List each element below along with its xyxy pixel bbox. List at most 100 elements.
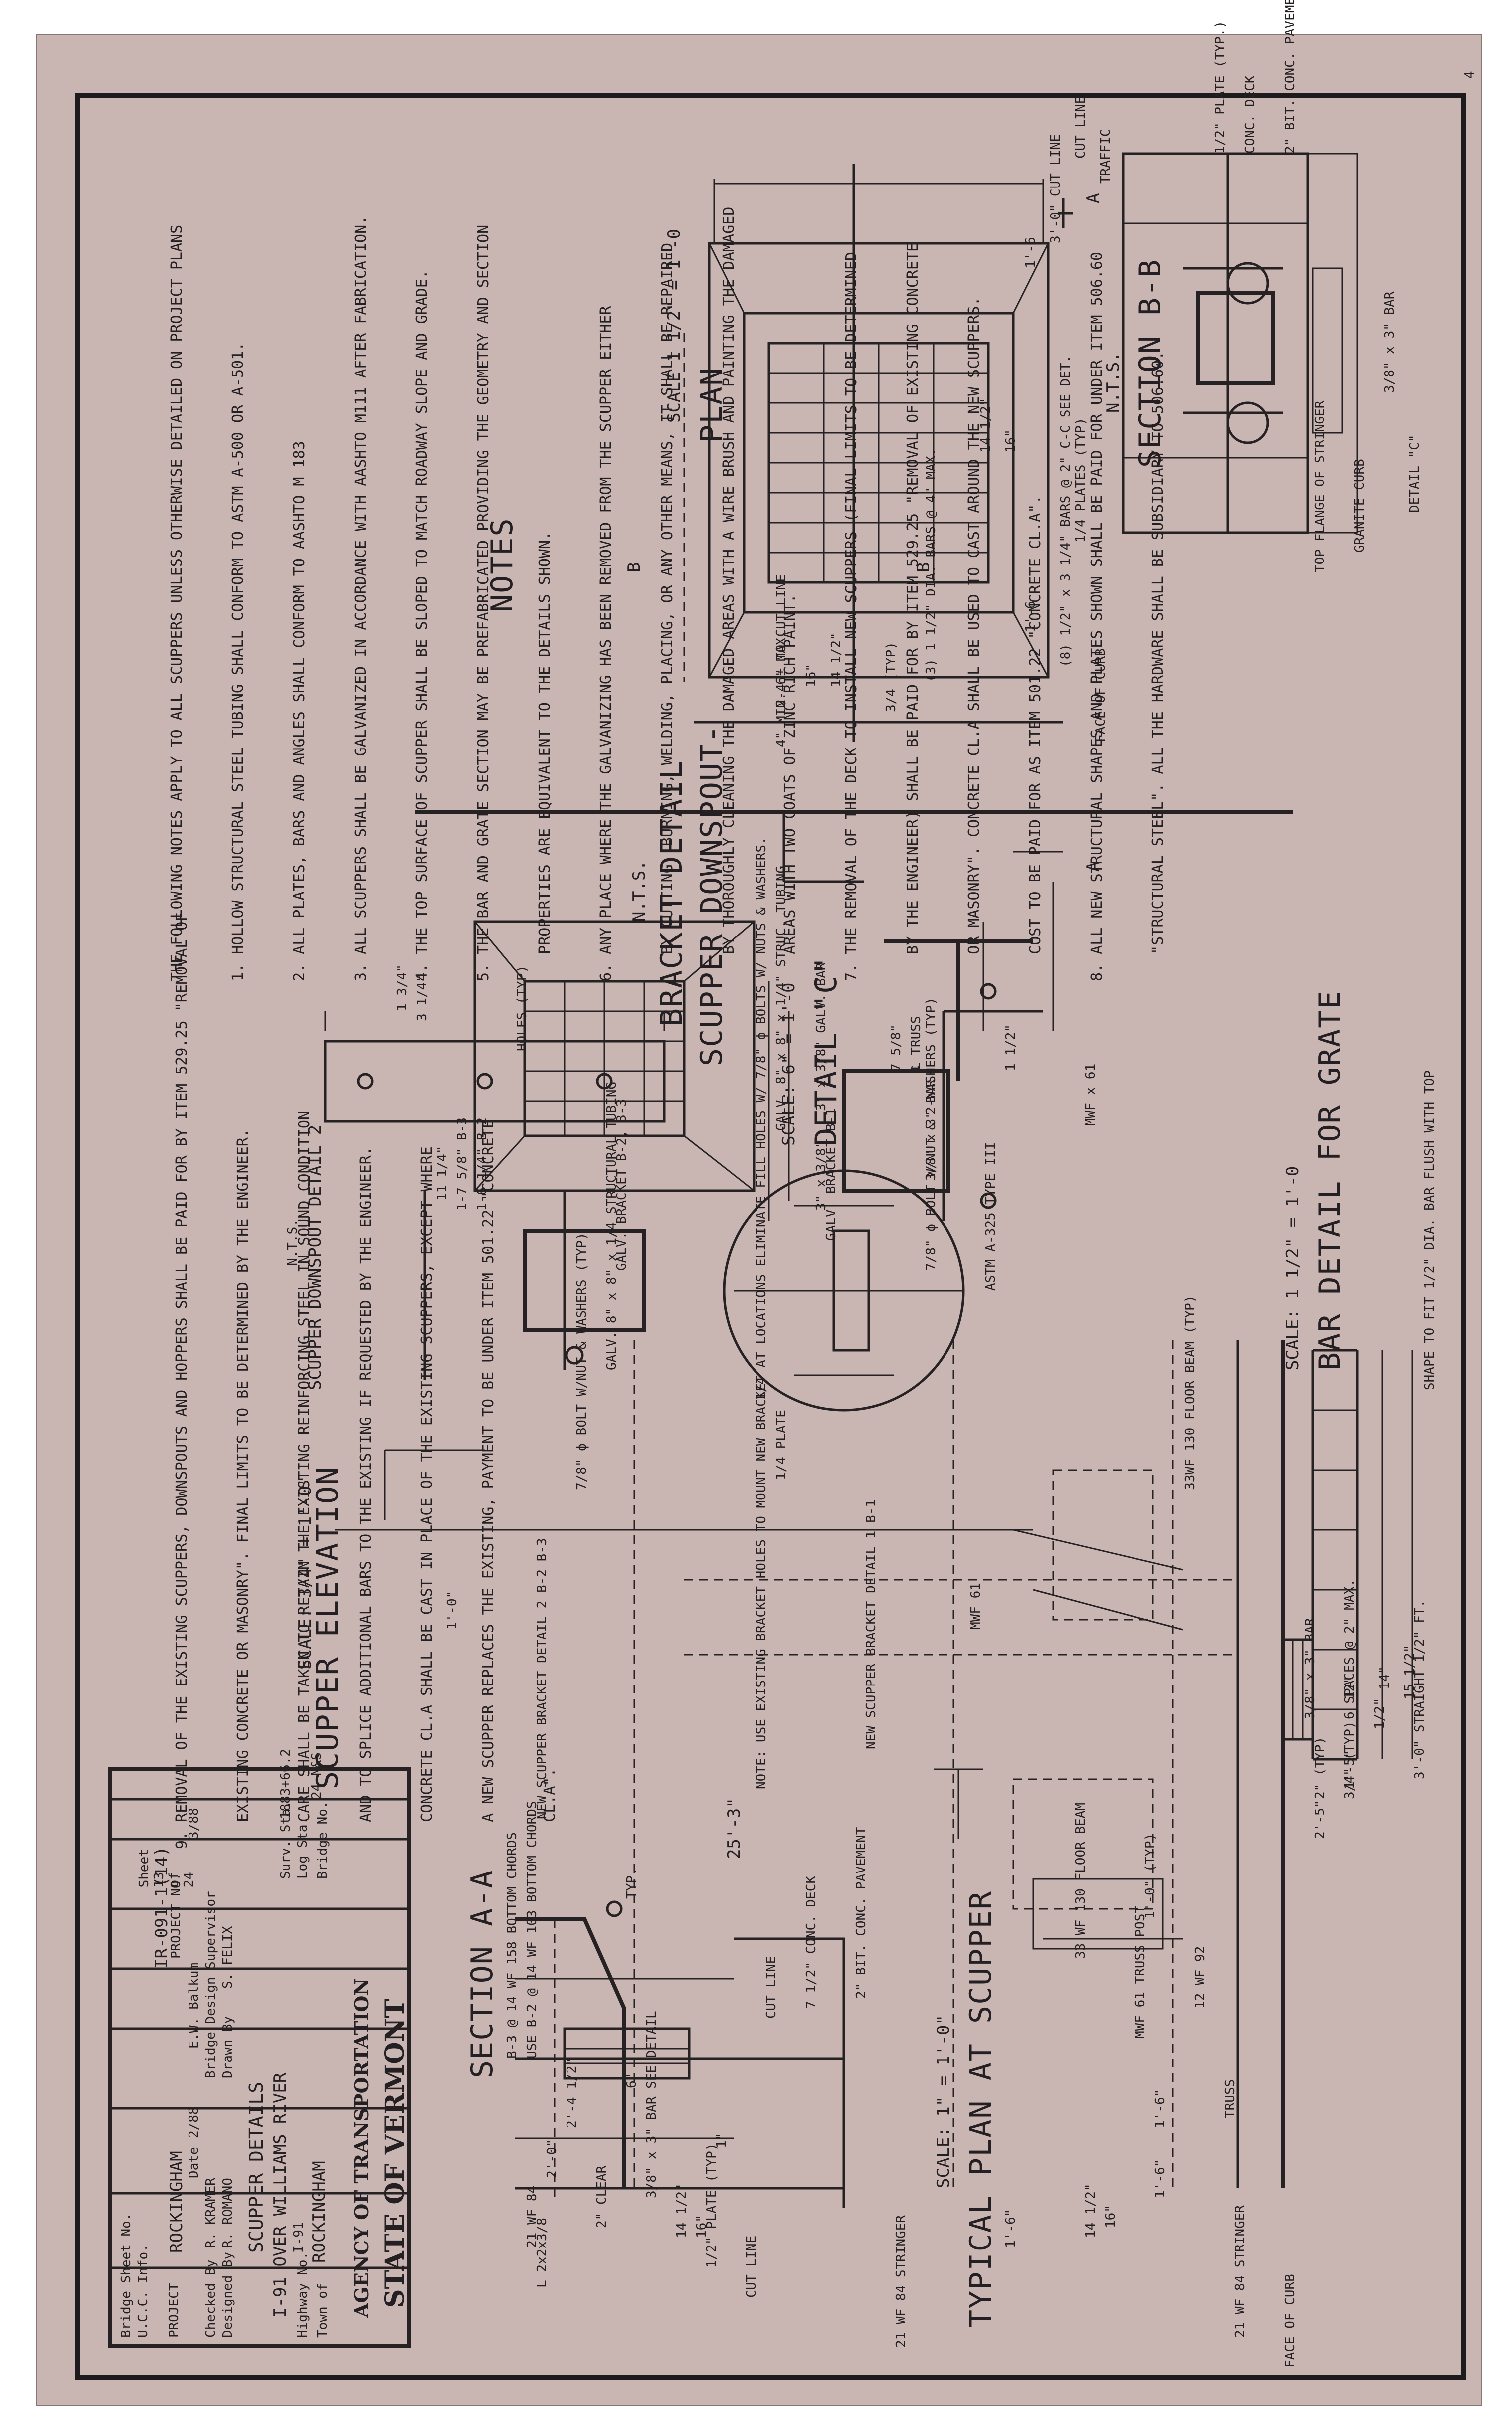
elevation-label: NEW SCUPPER BRACKET DETAIL 1 B-1 <box>864 1499 879 1749</box>
note-line: 5. THE BAR AND GRATE SECTION MAY BE PREF… <box>475 224 492 981</box>
section-bb-label: 1/2" PLATE (TYP.) <box>1213 20 1228 154</box>
bracket-label: 3" x 3/8" <box>814 1140 829 1211</box>
note-line: BY THOROUGHLY CLEANING THE DAMAGED AREAS… <box>720 206 738 981</box>
elevation-label: 12" <box>1342 1676 1357 1699</box>
downspout-2-label: GALV. BRACKET B-2, B-3 <box>614 1099 629 1271</box>
note-line: A NEW SCUPPER REPLACES THE EXISTING, PAY… <box>480 1120 497 1849</box>
note-line: AREAS WITH TWO COATS OF ZINC RICH PAINT. <box>781 594 799 981</box>
note-line: 8. ALL NEW STRUCTURAL SHAPES AND PLATES … <box>1088 252 1106 981</box>
bar-detail-scale: SCALE: 1 1/2" = 1'-0 <box>1283 1166 1303 1370</box>
section-aa-label: 7 1/2" CONC. DECK <box>804 1875 819 2009</box>
bracket-label: MWF x 61 <box>1083 1063 1098 1126</box>
tb-sheet-total: 24 <box>182 1872 196 1888</box>
bar-detail-label: 2" (TYP) <box>1313 1736 1327 1799</box>
tb-sheet-label: Sheet <box>137 1849 152 1888</box>
section-aa-label: 2" CLEAR <box>594 2165 609 2228</box>
note-line: BY CUTTING, BURNING, WELDING, PLACING, O… <box>659 242 676 981</box>
section-bb-label: GRANITE CURB <box>1352 459 1367 553</box>
section-aa-title: SECTION A-A <box>465 1869 500 2078</box>
tb-supervisor-label: Bridge Design Supervisor <box>203 1891 218 2078</box>
note-line: "STRUCTURAL STEEL". ALL THE HARDWARE SHA… <box>1149 351 1167 981</box>
tb-bridge-no-label: Bridge No. <box>315 1801 330 1879</box>
note-line: COST TO BE PAID FOR AS ITEM 501.22 "CONC… <box>1027 495 1044 981</box>
note-line: CARE SHALL BE TAKEN TO RETAIN THE EXISTI… <box>296 1110 313 1849</box>
note-line: CONCRETE CL.A SHALL BE CAST IN PLACE OF … <box>418 1146 436 1849</box>
typical-plan-label: 16" <box>1103 2205 1118 2228</box>
downspout-2-drawing <box>324 1011 666 1380</box>
drawing-sheet: 4 <box>36 0 1482 2406</box>
elevation-label: 33WF 130 FLOOR BEAM (TYP) <box>1183 1295 1198 1490</box>
tb-project: ROCKINGHAM <box>167 2151 187 2253</box>
typical-plan-label: 1'-6" <box>1153 2089 1168 2128</box>
section-aa-label: 14 1/2" <box>674 2183 689 2238</box>
note-line: 9. REMOVAL OF THE EXISTING SCUPPERS, DOW… <box>173 912 190 1849</box>
note-line: 1. HOLLOW STRUCTURAL STEEL TUBING SHALL … <box>229 342 247 981</box>
typical-plan-label: 1'-6" <box>1003 2209 1018 2248</box>
section-bb-label: TOP FLANGE OF STRINGER <box>1313 400 1327 572</box>
section-aa-label: 2'-4 1/2" <box>565 2058 579 2128</box>
bracket-label: 7 5/8" <box>889 1024 904 1071</box>
section-aa-drawing <box>515 1900 845 2208</box>
tb-date: 2/88 <box>187 2107 201 2138</box>
tb-of-label: of <box>167 1872 182 1888</box>
tb-checked-label: Checked By <box>203 2259 218 2338</box>
bar-detail-drawing <box>1311 1349 1413 1761</box>
section-bb-label: 2" BIT. CONC. PAVEMENT <box>1283 0 1298 154</box>
typical-plan-label: 12 WF 92 <box>1193 1946 1208 2009</box>
tb-project-label: PROJECT <box>167 2283 182 2338</box>
note-line: 6. ANY PLACE WHERE THE GALVANIZING HAS B… <box>597 306 615 981</box>
section-aa-label: 1/2" PLATE (TYP) <box>704 2143 719 2268</box>
section-bb-label: DETAIL "C" <box>1407 434 1422 513</box>
section-aa-label: 3/8" x 3" BAR SEE DETAIL <box>644 2011 659 2198</box>
elevation-label: 1'-5" <box>1342 1750 1357 1789</box>
section-aa-label: CUT LINE <box>764 1956 779 2019</box>
tb-highway-label: Highway No. <box>295 2251 310 2338</box>
elevation-label: 3'-0" STRAIGHT 1/2" FT. <box>1412 1599 1427 1779</box>
elevation-label: 1/2" <box>1372 1698 1387 1729</box>
plan-drawing <box>683 164 1073 742</box>
bracket-label: ASTM A-325 TYPE III <box>983 1142 998 1291</box>
typical-plan-drawing <box>415 810 1293 1192</box>
tb-designed: R. ROMANO <box>220 2178 235 2248</box>
section-aa-label: CUT LINE <box>744 2235 759 2298</box>
bracket-label: ℄ TRUSS <box>909 1016 924 1071</box>
note-line: THE FOLLOWING NOTES APPLY TO ALL SCUPPER… <box>168 224 186 981</box>
bar-detail-title: BAR DETAIL FOR GRATE <box>1313 990 1347 1370</box>
title-block-grid <box>108 1767 411 2348</box>
typical-plan-label: 1'-0" (TYP) <box>1143 1833 1158 1919</box>
typical-plan-label: 21 WF 84 STRINGER <box>1233 2205 1248 2338</box>
bracket-label: 3" x 3/8" GALV. BAR <box>814 962 829 1111</box>
section-aa-label: 2'-0" <box>545 2139 560 2178</box>
elevation-use-note: B-3 @ 14 WF 158 BOTTOM CHORDS <box>505 1832 520 2059</box>
scupper-elevation-drawing <box>335 1340 1314 2188</box>
downspout-2-label: 3 1/4" <box>415 974 430 1021</box>
typical-plan-label: FACE OF CURB <box>1283 2274 1298 2368</box>
notes-body: THE FOLLOWING NOTES APPLY TO ALL SCUPPER… <box>126 114 1209 981</box>
section-aa-label: L 2x2x3/8 <box>535 2218 550 2288</box>
section-aa-label: 16" <box>694 2215 709 2238</box>
section-bb-label: 3/8" x 3" BAR <box>1382 291 1397 393</box>
typical-plan-title: TYPICAL PLAN AT SCUPPER <box>963 1890 998 2328</box>
tb-drawn-label: Drawn By <box>220 2016 235 2078</box>
tb-drawing-title: SCUPPER DETAILS <box>245 2081 267 2253</box>
note-line: CL.A". <box>541 1768 559 1849</box>
typical-plan-label: TRUSS <box>1223 2079 1238 2118</box>
typical-plan-scale: SCALE: 1" = 1'-0" <box>934 2015 953 2188</box>
notes-body-continued: 9. REMOVAL OF THE EXISTING SCUPPERS, DOW… <box>131 912 601 1849</box>
tb-sheet-number: 13 <box>152 1872 167 1888</box>
elevation-label: MWF 61 <box>968 1583 983 1630</box>
tb-route-desc: I-91 OVER WILLIAMS RIVER <box>270 2072 290 2318</box>
tb-highway: I-91 <box>291 2222 306 2253</box>
section-bb-label: CONC. DECK <box>1243 75 1258 154</box>
tb-bridge-no: 24 N&S <box>309 1752 324 1799</box>
typical-plan-label: 1'-6" <box>1153 2159 1168 2198</box>
note-line: PROPERTIES ARE EQUIVALENT TO THE DETAILS… <box>536 531 554 981</box>
section-bb-drawing <box>1122 152 1358 534</box>
tb-sheet: Sheet 13 of 24 <box>122 1849 211 1919</box>
drawing-border <box>75 93 1466 2380</box>
tb-town: ROCKINGHAM <box>309 2161 329 2263</box>
tb-ucc-label: U.C.C. Info. <box>136 2244 151 2338</box>
note-line: OR MASONRY". CONCRETE CL.A SHALL BE USED… <box>965 297 983 981</box>
tb-checked: R. KRAMER <box>203 2178 218 2248</box>
title-block-agency-2: AGENCY OF TRANSPORTATION <box>350 1978 373 2318</box>
